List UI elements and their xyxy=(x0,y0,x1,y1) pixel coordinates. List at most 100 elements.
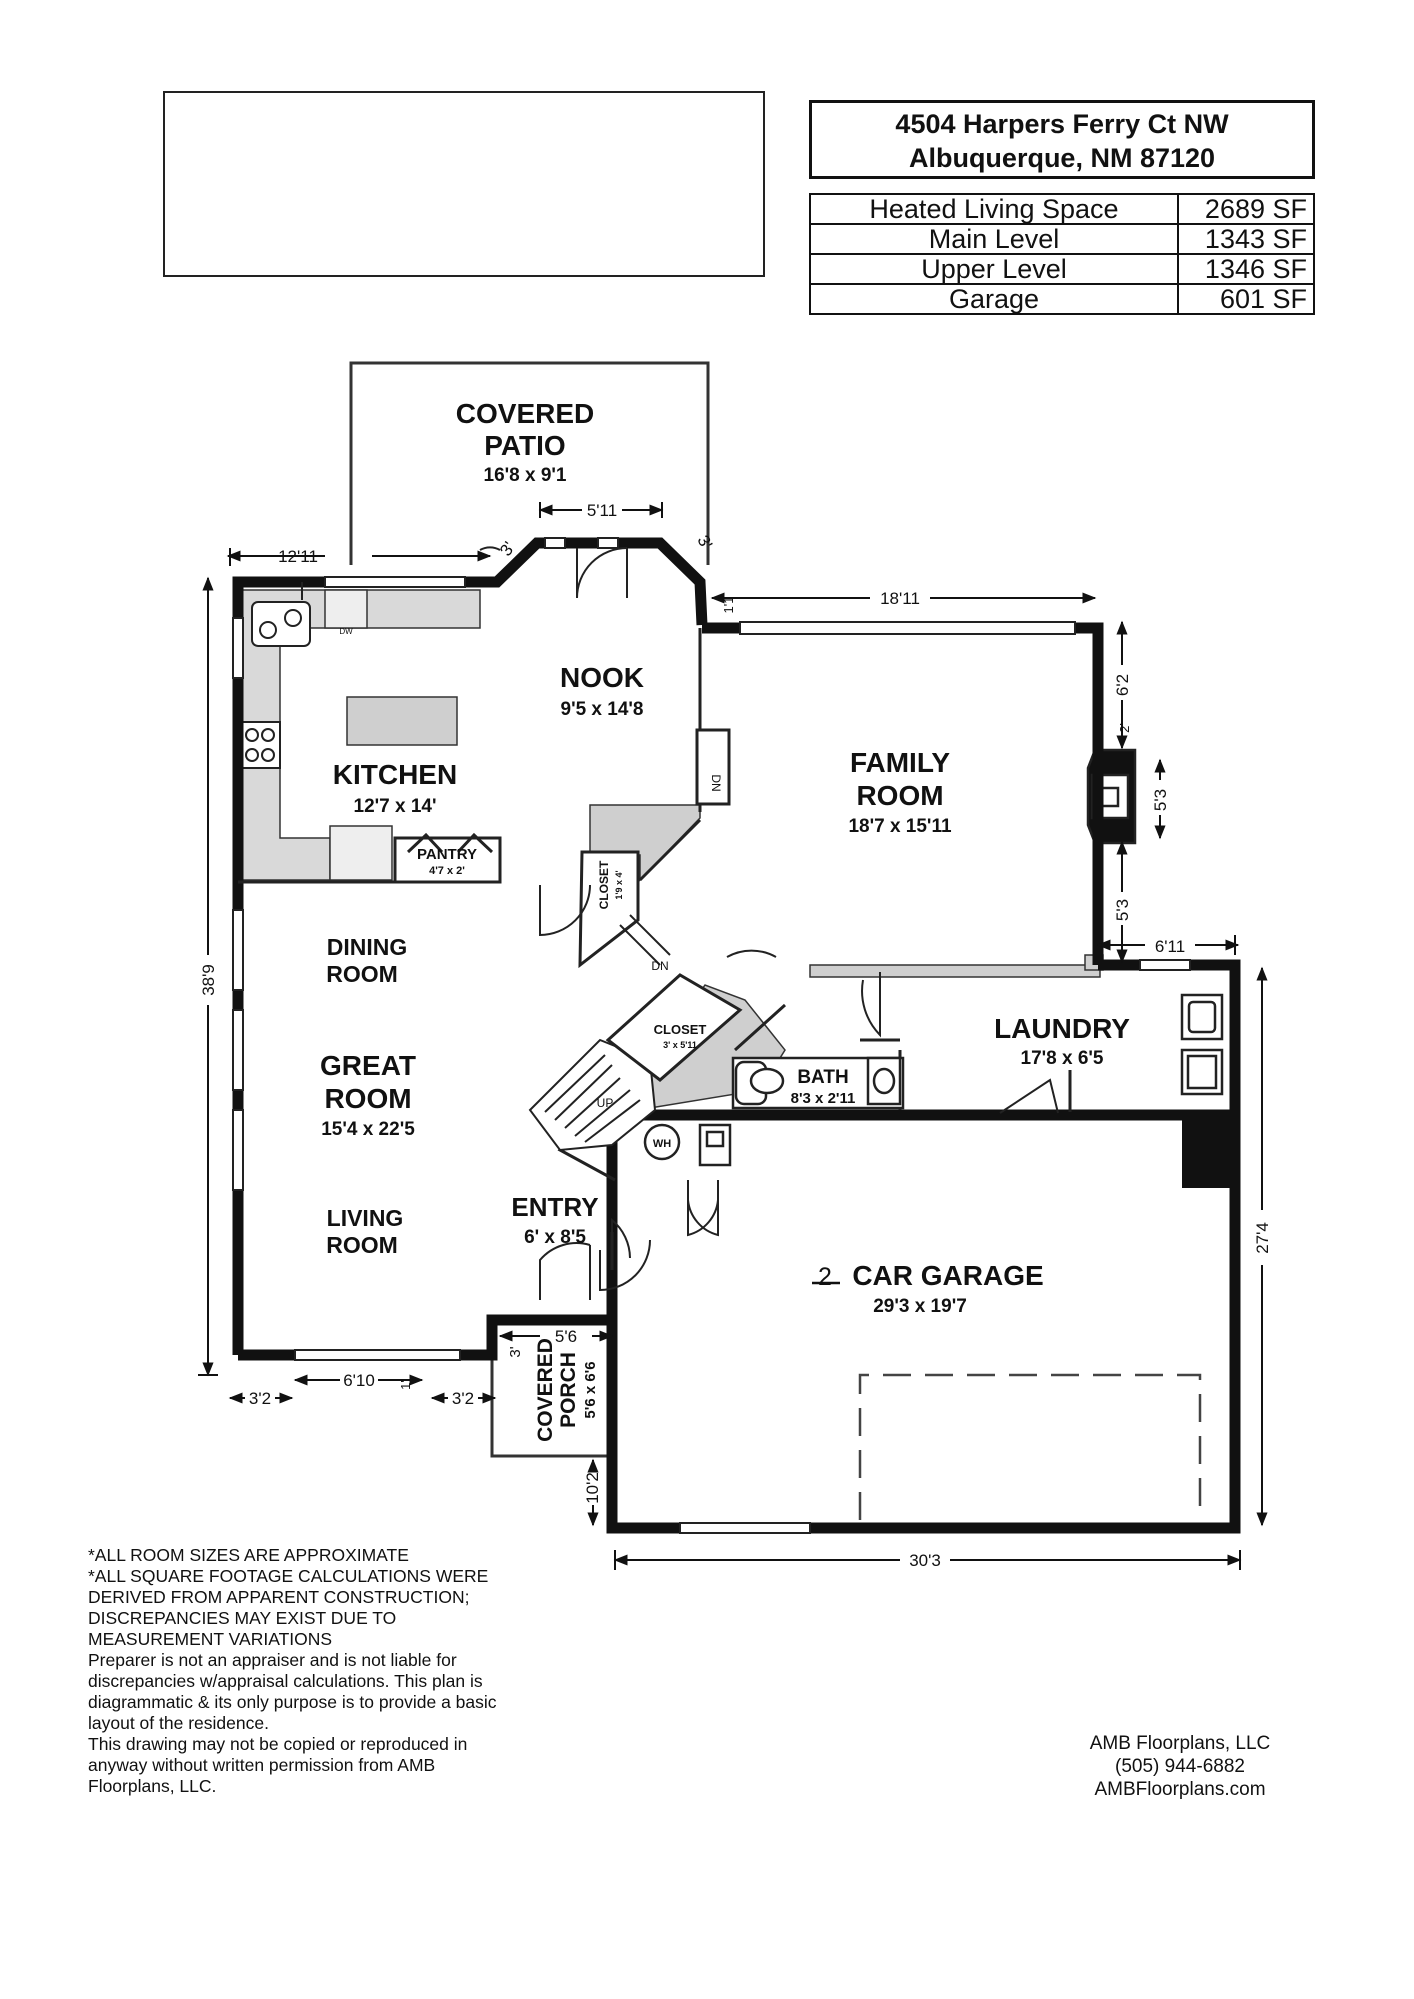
kitchen-name: KITCHEN xyxy=(333,759,457,790)
dim-18-11: 18'11 xyxy=(880,589,920,608)
stairs-up-label: UP xyxy=(597,1096,614,1110)
garage-pillar xyxy=(1182,1115,1235,1188)
closet-name: CLOSET xyxy=(654,1022,707,1037)
company-name: AMB Floorplans, LLC xyxy=(1089,1733,1271,1754)
note-line: Preparer is not an appraiser and is not … xyxy=(88,1650,497,1733)
doors xyxy=(479,546,1059,1300)
water-heater-icon xyxy=(643,1123,732,1167)
address-box: 4504 Harpers Ferry Ct NW Albuquerque, NM… xyxy=(809,100,1315,179)
pantry-outline xyxy=(393,832,502,884)
pantry-name: PANTRY xyxy=(417,846,477,863)
dim-10-2: 10'2 xyxy=(583,1472,602,1504)
range-icon xyxy=(239,721,281,769)
dim-12-11: 12'11 xyxy=(278,547,318,566)
area-label: Garage xyxy=(809,283,1179,315)
note-line: This drawing may not be copied or reprod… xyxy=(88,1734,468,1796)
dimension-lines xyxy=(198,502,1268,1570)
bath-name: BATH xyxy=(797,1067,848,1088)
porch-size: 5'6 x 6'6 xyxy=(582,1361,599,1418)
stairs-down-label-2: DN xyxy=(651,959,668,973)
dim-27-4: 27'4 xyxy=(1253,1222,1272,1254)
address-line-1: 4504 Harpers Ferry Ct NW xyxy=(895,109,1229,139)
laundry-appliances xyxy=(1180,993,1224,1096)
dim-5-3-a: 5'3 xyxy=(1151,789,1170,811)
dim-2: 2' xyxy=(1117,723,1132,733)
covered-patio-outline xyxy=(349,361,710,565)
closet-small-size: 1'9 x 4' xyxy=(614,870,624,899)
closet-outline xyxy=(605,973,743,1082)
stairs xyxy=(528,914,671,1152)
sink-icon xyxy=(251,601,311,647)
great-name-2: ROOM xyxy=(324,1083,411,1114)
closet-size: 3' x 5'11 xyxy=(663,1040,697,1050)
area-row: Garage 601 SF xyxy=(809,283,1315,315)
bath-fixtures xyxy=(731,1056,905,1110)
living-name-1: LIVING xyxy=(327,1205,404,1231)
note-line: *ALL SQUARE FOOTAGE CALCULATIONS WERE DE… xyxy=(88,1566,489,1649)
stairs-down-label-1: DN xyxy=(709,774,723,791)
nook-name: NOOK xyxy=(560,662,644,693)
area-value: 2689 SF xyxy=(1177,193,1315,225)
windows xyxy=(232,537,1191,1534)
porch-name-2: PORCH xyxy=(557,1352,580,1428)
dim-6-11: 6'11 xyxy=(1155,937,1185,956)
dishwasher-label: DW xyxy=(339,627,353,636)
living-name-2: ROOM xyxy=(326,1232,398,1258)
company-info: AMB Floorplans, LLC (505) 944-6882 AMBFl… xyxy=(1080,1732,1280,1801)
area-value: 601 SF xyxy=(1177,283,1315,315)
blank-title-box xyxy=(163,91,765,277)
dim-30-3: 30'3 xyxy=(909,1551,941,1570)
area-value: 1346 SF xyxy=(1177,253,1315,285)
company-website: AMBFloorplans.com xyxy=(1094,1779,1266,1800)
patio-name-2: PATIO xyxy=(484,430,565,461)
entry-name: ENTRY xyxy=(511,1192,598,1222)
kitchen-size: 12'7 x 14' xyxy=(354,796,437,817)
area-label: Heated Living Space xyxy=(809,193,1179,225)
laundry-name: LAUNDRY xyxy=(994,1013,1130,1044)
dining-name-2: ROOM xyxy=(326,961,398,987)
porch-name-1: COVERED xyxy=(534,1338,557,1442)
great-name-1: GREAT xyxy=(320,1050,416,1081)
nook-size: 9'5 x 14'8 xyxy=(561,699,644,720)
area-label: Main Level xyxy=(809,223,1179,255)
fixture-labels: DW WH DN DN UP xyxy=(339,627,723,1150)
garage-number: 2 xyxy=(818,1263,832,1291)
note-line: *ALL ROOM SIZES ARE APPROXIMATE xyxy=(88,1545,409,1565)
dim-6-10: 6'10 xyxy=(343,1371,375,1390)
family-name-2: ROOM xyxy=(856,780,943,811)
great-size: 15'4 x 22'5 xyxy=(321,1119,415,1140)
disclaimer-notes: *ALL ROOM SIZES ARE APPROXIMATE *ALL SQU… xyxy=(88,1545,568,1797)
dining-name-1: DINING xyxy=(327,934,408,960)
area-table: Heated Living Space 2689 SF Main Level 1… xyxy=(809,193,1315,315)
dim-3-c: 3' xyxy=(507,1346,524,1357)
dim-5-6: 5'6 xyxy=(555,1327,577,1346)
dim-6-2: 6'2 xyxy=(1113,674,1132,696)
patio-size: 16'8 x 9'1 xyxy=(484,465,567,486)
room-labels: COVERED PATIO 16'8 x 9'1 NOOK 9'5 x 14'8… xyxy=(320,398,1130,1442)
closet-small-outline xyxy=(578,850,640,969)
area-label: Upper Level xyxy=(809,253,1179,285)
dim-1-ft: 1' xyxy=(398,1380,413,1390)
area-row: Main Level 1343 SF xyxy=(809,223,1315,255)
patio-name-1: COVERED xyxy=(456,398,594,429)
dim-5-11: 5'11 xyxy=(587,501,617,520)
dim-1-1: 1'1 xyxy=(721,597,736,614)
address-line-2: Albuquerque, NM 87120 xyxy=(908,143,1216,173)
family-size: 18'7 x 15'11 xyxy=(848,816,952,837)
garage-door-outline xyxy=(858,1373,1202,1520)
entry-size: 6' x 8'5 xyxy=(524,1227,586,1248)
area-row: Heated Living Space 2689 SF xyxy=(809,193,1315,225)
dim-3-2-a: 3'2 xyxy=(249,1389,271,1408)
pantry-size: 4'7 x 2' xyxy=(429,865,465,877)
company-phone: (505) 944-6882 xyxy=(1115,1756,1245,1777)
family-name-1: FAMILY xyxy=(850,747,950,778)
area-row: Upper Level 1346 SF xyxy=(809,253,1315,285)
closet-small-name: CLOSET xyxy=(597,860,611,909)
bath-size: 8'3 x 2'11 xyxy=(791,1090,856,1107)
garage-size: 29'3 x 19'7 xyxy=(873,1296,967,1317)
dim-3-2-b: 3'2 xyxy=(452,1389,474,1408)
dim-3-b: 3' xyxy=(693,532,716,553)
water-heater-label: WH xyxy=(653,1138,671,1150)
